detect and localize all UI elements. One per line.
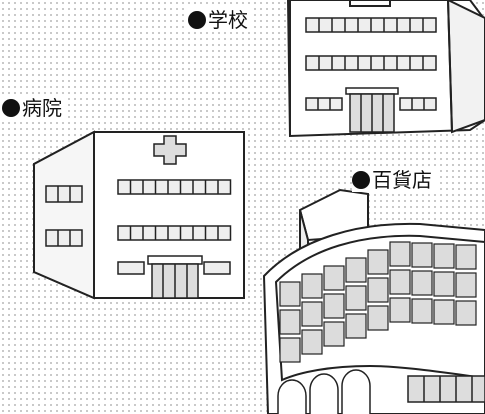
school-window-row (305, 17, 437, 33)
hospital-lower-windows (117, 261, 231, 275)
hospital-cross-icon (153, 135, 187, 165)
hospital-window-row (117, 225, 232, 241)
school-window-row (305, 55, 437, 71)
store-window-grid (279, 241, 477, 363)
bullet-icon (2, 99, 20, 117)
department-store-label: 百貨店 (352, 168, 436, 192)
store-arches (277, 369, 371, 414)
hospital-entrance (147, 255, 203, 299)
bullet-icon (352, 171, 370, 189)
hospital-label-text: 病院 (22, 96, 62, 120)
school-entrance (345, 87, 399, 133)
school-building (286, 0, 485, 138)
hospital-side-windows (45, 185, 83, 247)
school-label: 学校 (188, 8, 252, 32)
hospital-building (33, 130, 245, 300)
store-ground-windows (407, 375, 485, 403)
hospital-label: 病院 (2, 96, 66, 120)
department-store-building (262, 188, 485, 414)
department-store-label-text: 百貨店 (372, 168, 432, 192)
bullet-icon (188, 11, 206, 29)
school-lower-windows (305, 97, 437, 111)
hospital-window-row (117, 179, 232, 195)
school-label-text: 学校 (208, 8, 248, 32)
